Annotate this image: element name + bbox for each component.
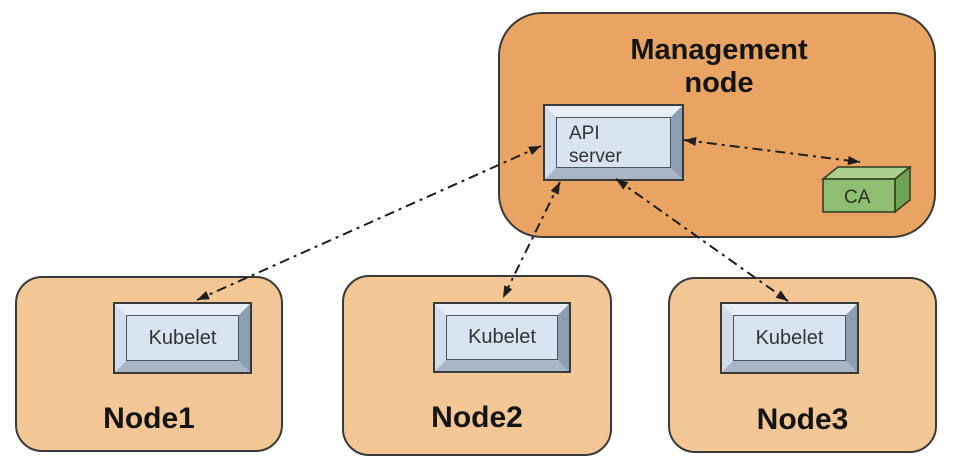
kubelet-box-node1: Kubelet bbox=[113, 302, 252, 374]
kubelet-box-node2: Kubelet bbox=[433, 302, 571, 373]
kubelet-face: Kubelet bbox=[126, 315, 239, 361]
node3-box: Kubelet Node3 bbox=[668, 277, 937, 453]
management-node-title: Management node bbox=[630, 34, 808, 99]
api-server-box: API server bbox=[543, 104, 684, 181]
node1-box: Kubelet Node1 bbox=[15, 276, 283, 452]
api-server-label: API server bbox=[569, 123, 622, 167]
ca-box: CA bbox=[820, 165, 913, 214]
kubelet-face: Kubelet bbox=[733, 315, 846, 361]
management-node-box: Management node API server CA bbox=[498, 12, 936, 238]
kubelet-label: Kubelet bbox=[755, 326, 824, 349]
kubelet-face: Kubelet bbox=[446, 315, 558, 360]
node1-label: Node1 bbox=[103, 402, 195, 435]
kubelet-label: Kubelet bbox=[148, 326, 217, 349]
node2-label: Node2 bbox=[431, 401, 523, 434]
ca-front-face bbox=[822, 178, 896, 213]
api-server-face: API server bbox=[556, 117, 671, 168]
kubelet-box-node3: Kubelet bbox=[720, 302, 859, 374]
node2-box: Kubelet Node2 bbox=[342, 275, 612, 456]
node3-label: Node3 bbox=[756, 403, 849, 436]
ca-label: CA bbox=[844, 187, 871, 208]
kubelet-label: Kubelet bbox=[468, 326, 536, 348]
